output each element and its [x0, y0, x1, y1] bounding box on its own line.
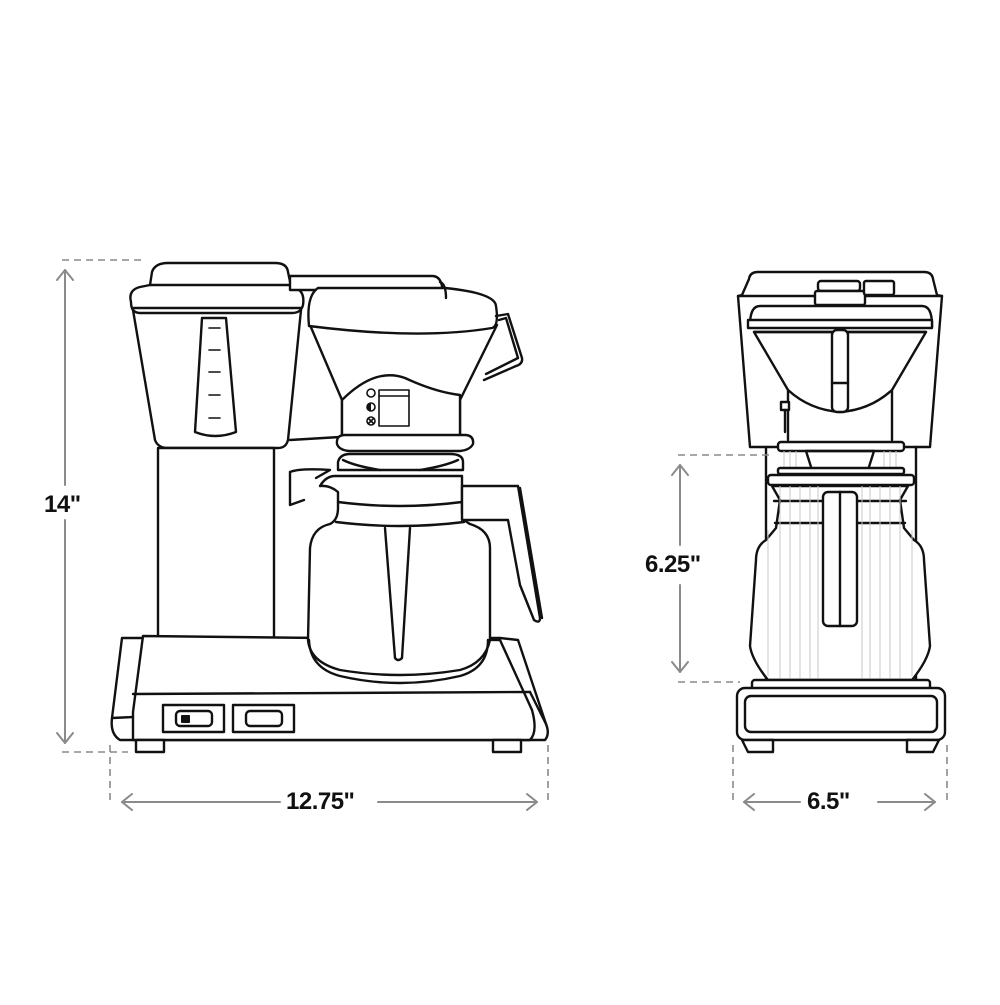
water-tank — [129, 261, 305, 450]
width-label: 12.75" — [282, 790, 359, 814]
front-foot-left — [740, 738, 775, 754]
height-dimension — [56, 259, 142, 753]
depth-dimension — [732, 745, 948, 811]
indicator-circle-x-icon — [366, 416, 376, 426]
water-level-marks — [208, 327, 221, 419]
brew-basket — [307, 280, 524, 453]
base-foot-left — [134, 738, 166, 754]
water-level-window — [193, 316, 238, 438]
front-foot-right — [905, 738, 941, 754]
program-switch — [244, 709, 284, 728]
indicator-circle-open-icon — [366, 388, 376, 398]
arrow-up-icon — [56, 269, 74, 281]
arrow-right-icon — [526, 793, 538, 811]
arrow-up-icon — [671, 464, 689, 476]
front-view-machine — [735, 270, 947, 754]
arrow-left-icon — [121, 793, 133, 811]
arrow-left-icon — [743, 793, 755, 811]
height-label: 14" — [40, 493, 85, 517]
arrow-right-icon — [924, 793, 936, 811]
clearance-dimension — [671, 454, 770, 683]
clearance-label: 6.25" — [641, 553, 705, 577]
front-carafe — [748, 473, 932, 682]
arrow-down-icon — [56, 732, 74, 744]
side-view-machine — [110, 261, 549, 754]
width-dimension — [109, 745, 549, 811]
depth-label: 6.5" — [803, 790, 854, 814]
carafe-ribs — [767, 486, 913, 680]
basket-label-window — [378, 389, 410, 427]
arrow-down-icon — [671, 661, 689, 673]
side-carafe — [288, 452, 544, 685]
base-foot-right — [491, 738, 523, 754]
power-switch-indicator — [181, 715, 190, 723]
